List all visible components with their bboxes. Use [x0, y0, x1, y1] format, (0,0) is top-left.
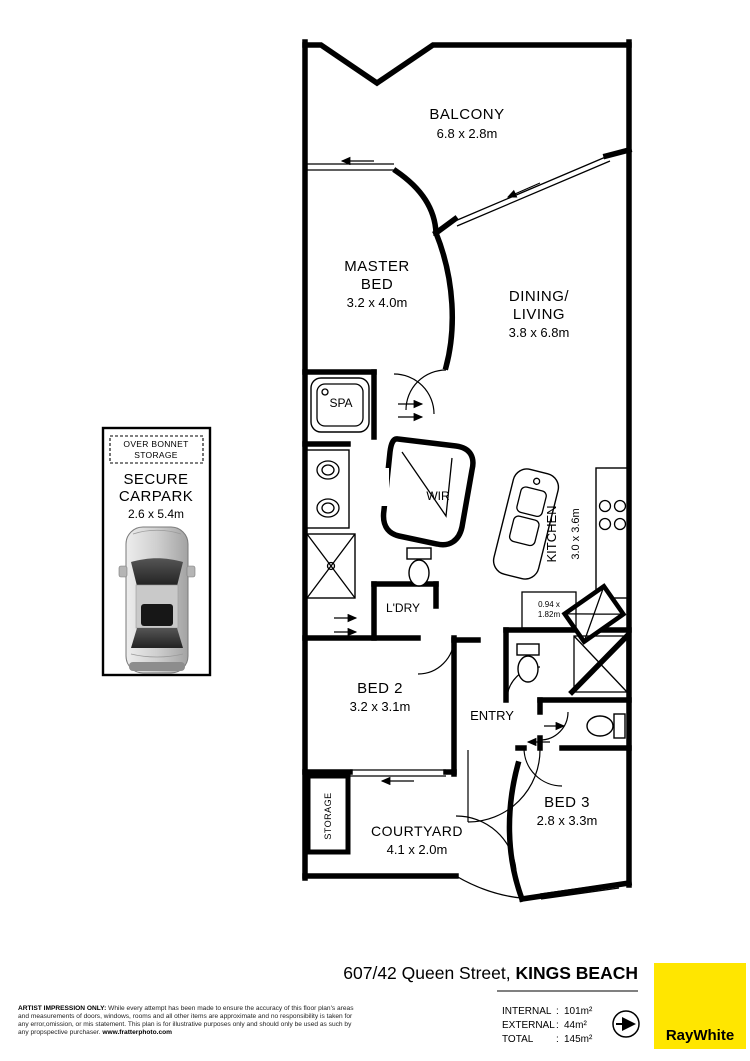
address: 607/42 Queen Street, KINGS BEACH [343, 963, 638, 983]
svg-text:and measurements of doors, win: and measurements of doors, windows, room… [18, 1013, 353, 1020]
separator: : [556, 1034, 559, 1045]
kitchen-dims: 3.0 x 3.6m [570, 508, 582, 559]
door-arrows [334, 156, 566, 786]
balcony-label: BALCONY [429, 106, 504, 123]
bed2-dims: 3.2 x 3.1m [350, 699, 411, 714]
master-bed-dims: 3.2 x 4.0m [347, 295, 408, 310]
raywhite-logo-background [654, 963, 746, 1049]
internal-area-label: INTERNAL [502, 1006, 552, 1017]
courtyard-label: COURTYARD [371, 823, 463, 839]
wir-door-gap [378, 468, 389, 506]
car-rear-bumper [129, 662, 185, 671]
bathroom2-toilet-icon [516, 643, 540, 683]
master-bed-label-1: MASTER [344, 258, 410, 275]
kitchen-label: KITCHEN [544, 505, 559, 562]
footer: 607/42 Queen Street, KINGS BEACH INTERNA… [18, 963, 746, 1049]
bed3-dims: 2.8 x 3.3m [537, 813, 598, 828]
car-top-view-icon [118, 526, 196, 674]
entry-label: ENTRY [470, 708, 514, 723]
total-area-label: TOTAL [502, 1034, 534, 1045]
master-bed-label-2: BED [361, 276, 393, 293]
car-mirror-left [118, 565, 128, 578]
ensuite-shower-icon [306, 533, 356, 599]
interior-walls [302, 146, 633, 855]
area-summary: INTERNAL : 101m² EXTERNAL : 44m² TOTAL :… [502, 1006, 593, 1045]
disclaimer: ARTIST IMPRESSION ONLY: While every atte… [18, 1005, 354, 1036]
nook-dims-2: 1.82m [538, 610, 561, 619]
car-rear-window [131, 628, 183, 648]
bed2-label: BED 2 [357, 680, 403, 697]
external-area-label: EXTERNAL [502, 1020, 555, 1031]
total-area-value: 145m² [564, 1034, 593, 1045]
raywhite-logo-text: RayWhite [666, 1027, 734, 1044]
carpark-label-2: CARPARK [119, 488, 193, 505]
internal-area-value: 101m² [564, 1006, 593, 1017]
ensuite-toilet-icon [406, 547, 432, 587]
spa-label: SPA [329, 396, 352, 410]
courtyard-dims: 4.1 x 2.0m [387, 842, 448, 857]
separator: : [556, 1020, 559, 1031]
carpark-block: OVER BONNET STORAGE SECURE CARPARK 2.6 x… [101, 426, 212, 677]
spa-tub-icon [310, 377, 370, 433]
wir-walls [378, 436, 476, 548]
storage-label: STORAGE [323, 792, 333, 839]
over-bonnet-label-2: STORAGE [134, 450, 178, 460]
raywhite-logo: RayWhite [654, 963, 746, 1049]
room-labels: BALCONY 6.8 x 2.8m MASTER BED 3.2 x 4.0m… [323, 106, 597, 857]
car-sunroof [141, 604, 173, 626]
external-area-value: 44m² [564, 1020, 587, 1031]
balcony-dims: 6.8 x 2.8m [437, 126, 498, 141]
windows [306, 155, 620, 900]
svg-text:ARTIST IMPRESSION ONLY: While: ARTIST IMPRESSION ONLY: While every atte… [18, 1005, 354, 1012]
outer-walls [302, 39, 633, 903]
separator: : [556, 1006, 559, 1017]
wir-label: WIR [426, 489, 450, 503]
door-arcs [393, 369, 569, 871]
nook-dims-1: 0.94 x [538, 600, 560, 609]
over-bonnet-label-1: OVER BONNET [123, 439, 188, 449]
over-bonnet-storage-box [109, 435, 204, 464]
car-mirror-right [186, 565, 196, 578]
kitchen-island-icon [492, 468, 560, 580]
wc-toilet-icon [586, 713, 626, 739]
storage-walls [305, 773, 351, 855]
dining-living-dims: 3.8 x 6.8m [509, 325, 570, 340]
north-arrow-icon [612, 1010, 640, 1038]
bathroom2-shower-icon [573, 635, 628, 693]
ensuite-vanity-icon [306, 449, 350, 529]
svg-text:any propspective purchaser. ww: any propspective purchaser. www.fratterp… [18, 1029, 172, 1036]
dining-living-label-1: DINING/ [509, 288, 570, 305]
nook-box [521, 591, 577, 629]
bed3-label: BED 3 [544, 794, 590, 811]
car-windshield [131, 558, 183, 586]
laundry-label: L'DRY [386, 601, 420, 615]
dining-living-label-2: LIVING [513, 306, 565, 323]
svg-text:any error,omission, or mis sta: any error,omission, or mis statement. Th… [18, 1021, 352, 1028]
kitchen-bench-cooktop-icon [595, 467, 628, 599]
carpark-label-1: SECURE [124, 471, 189, 488]
carpark-dims: 2.6 x 5.4m [128, 507, 184, 521]
